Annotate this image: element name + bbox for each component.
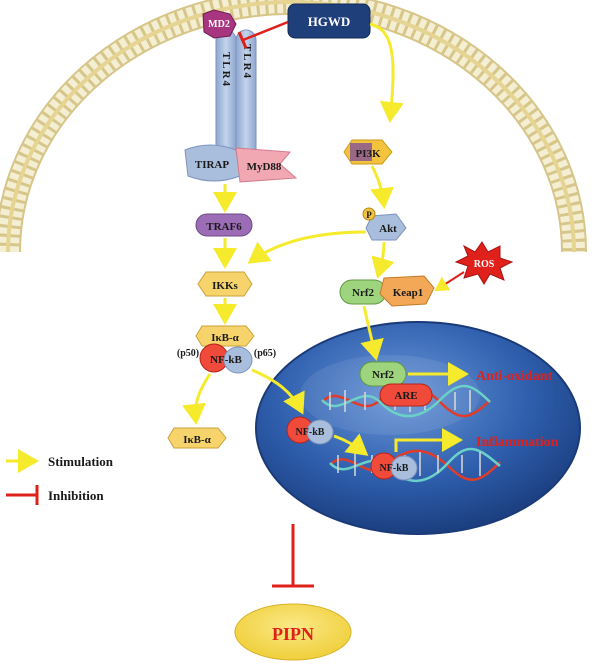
arrow-nfkb-to-dna bbox=[333, 433, 369, 456]
md2-node: MD2 bbox=[202, 9, 237, 39]
cell-membrane bbox=[0, 0, 587, 253]
arrow-pi3k-akt bbox=[370, 165, 394, 209]
legend-stimulation-label: Stimulation bbox=[48, 454, 114, 469]
traf6-node: TRAF6 bbox=[195, 213, 253, 237]
nfkb-cyto-label: NF-kB bbox=[210, 354, 242, 366]
phospho-label: P bbox=[366, 210, 372, 220]
nfkb-nuc2-label: NF-kB bbox=[380, 463, 409, 474]
akt-node: Akt bbox=[365, 213, 407, 241]
ikb-bound-label: IκB-α bbox=[211, 332, 239, 344]
nrf2-nuc-label: Nrf2 bbox=[372, 369, 394, 381]
hgwd-node: HGWD bbox=[287, 3, 371, 39]
ikb-free-label: IκB-α bbox=[183, 434, 211, 446]
nrf2-cyto-node: Nrf2 bbox=[339, 279, 387, 305]
keap1-label: Keap1 bbox=[393, 287, 424, 299]
arrow-ros-keap1 bbox=[434, 271, 465, 292]
arrow-akt-nrf2 bbox=[371, 241, 395, 279]
p65-label: (p65) bbox=[254, 348, 276, 359]
nfkb-nucleus-node-1: NF-kB bbox=[286, 416, 334, 445]
ikb-nfkb-complex: IκB-α NF-kB bbox=[195, 325, 255, 374]
ikb-free-node: IκB-α bbox=[167, 427, 227, 449]
inhibition-to-pipn bbox=[272, 524, 314, 588]
nfkb-nucleus-node-2: NF-kB bbox=[370, 452, 418, 481]
arrow-nfkb-translocation bbox=[251, 368, 305, 415]
traf6-label: TRAF6 bbox=[206, 221, 242, 233]
are-node: ARE bbox=[379, 383, 433, 407]
p50-label: (p50) bbox=[177, 348, 199, 359]
arrow-hgwd-pi3k bbox=[369, 22, 404, 123]
nrf2-nucleus-node: Nrf2 bbox=[359, 361, 407, 387]
pipn-node: PIPN bbox=[234, 603, 352, 661]
md2-label: MD2 bbox=[208, 19, 230, 30]
anti-oxidant-label: Anti-oxidant bbox=[476, 369, 553, 384]
hgwd-label: HGWD bbox=[308, 14, 351, 29]
pi3k-label: PI3K bbox=[355, 148, 381, 160]
phospho-node: P bbox=[362, 207, 376, 221]
ikks-label: IKKs bbox=[212, 280, 238, 292]
inhibition-hgwd-md2 bbox=[237, 20, 289, 49]
arrow-inflammation bbox=[394, 428, 463, 452]
arrow-ikb-release bbox=[182, 373, 212, 425]
nrf2-cyto-label: Nrf2 bbox=[352, 287, 374, 299]
pi3k-node: PI3K bbox=[343, 139, 393, 165]
keap1-node: Keap1 bbox=[379, 275, 435, 307]
inflammation-label: Inflammation bbox=[476, 435, 559, 450]
tirap-node: TIRAP bbox=[184, 144, 241, 182]
legend-inhibition-label: Inhibition bbox=[48, 488, 104, 503]
pipn-label: PIPN bbox=[272, 624, 314, 644]
akt-label: Akt bbox=[379, 223, 397, 235]
arrow-akt-ikks bbox=[247, 230, 367, 264]
arrow-nrf2-translocation bbox=[360, 305, 384, 361]
ikks-node: IKKs bbox=[197, 271, 253, 297]
tirap-label: TIRAP bbox=[195, 159, 230, 171]
legend: Stimulation Inhibition bbox=[6, 449, 114, 505]
myd88-node: MyD88 bbox=[235, 147, 298, 183]
tlr4-label-left: TLR4 bbox=[220, 52, 232, 88]
tlr4-receptor: TLR4 TLR4 bbox=[215, 29, 257, 171]
tlr4-label-right: TLR4 bbox=[241, 44, 253, 80]
nfkb-nuc1-label: NF-kB bbox=[296, 427, 325, 438]
ros-label: ROS bbox=[474, 259, 495, 270]
are-label: ARE bbox=[394, 390, 417, 402]
myd88-label: MyD88 bbox=[247, 161, 282, 173]
ros-node: ROS bbox=[454, 241, 514, 285]
